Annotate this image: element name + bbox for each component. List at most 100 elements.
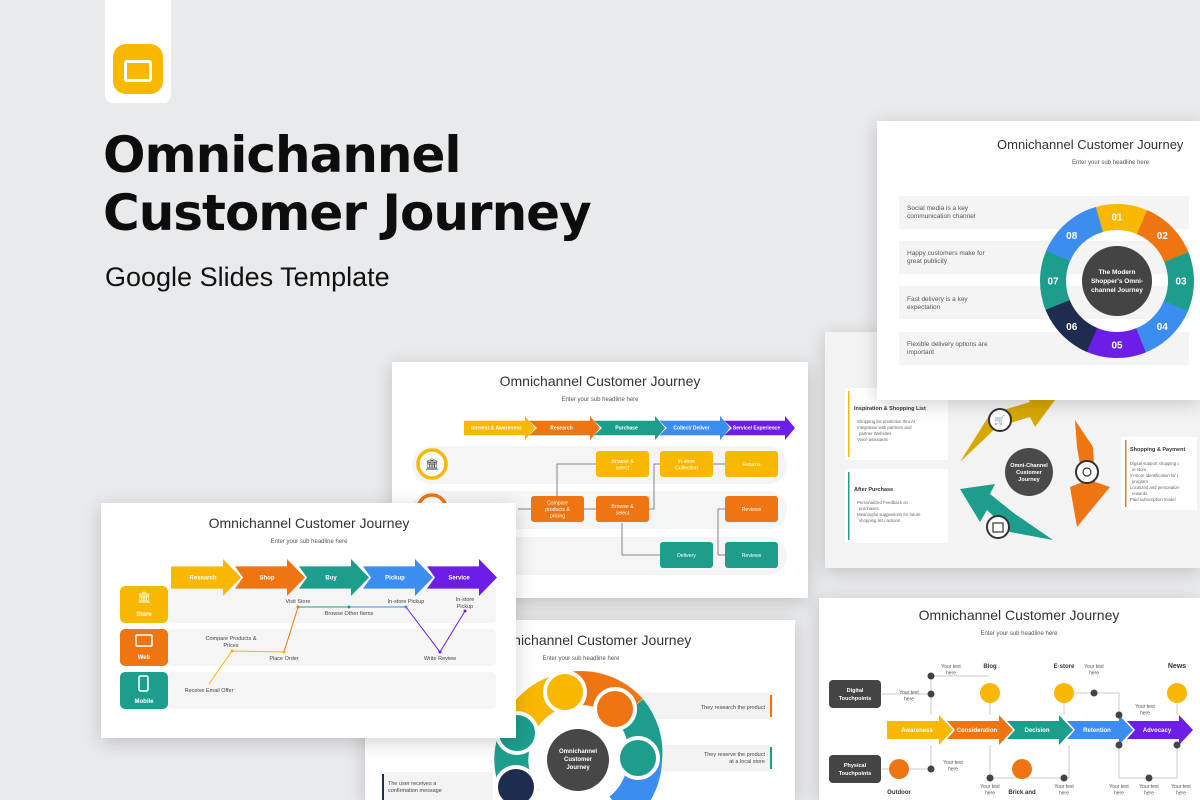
step-number: 03 (1175, 277, 1187, 288)
slide-title: Omnichannel Customer Journey (919, 607, 1120, 623)
shopping-bag-icon (986, 515, 1010, 539)
svg-text:here: here (1140, 711, 1150, 717)
svg-text:Flexible delivery options are: Flexible delivery options are (907, 341, 988, 348)
svg-text:Your text: Your text (941, 664, 961, 670)
svg-text:Reviews: Reviews (742, 553, 762, 559)
slide-preview-touchpoints: Omnichannel Customer Journey Enter your … (819, 598, 1200, 800)
info-box-shopping-payment: Shopping & Payment Digital support shopp… (1121, 437, 1197, 510)
svg-text:here: here (948, 767, 958, 773)
lane-labels: 🏛 Store Web Mobile (120, 586, 168, 709)
svg-text:🛒: 🛒 (994, 414, 1005, 425)
svg-text:Your text: Your text (1054, 784, 1074, 790)
svg-text:here: here (904, 697, 914, 703)
svg-text:In-store Pickup: In-store Pickup (388, 599, 425, 605)
svg-text:Collection: Collection (675, 465, 698, 471)
svg-text:select: select (616, 510, 630, 516)
flow-box (596, 496, 649, 522)
svg-text:Mobile: Mobile (135, 699, 155, 705)
svg-text:Returns: Returns (742, 462, 761, 468)
svg-text:Your text: Your text (1135, 704, 1155, 710)
svg-text:Physical: Physical (844, 763, 867, 769)
svg-text:Your text: Your text (1084, 664, 1104, 670)
stage-label: Service/ Experience (733, 426, 780, 432)
svg-text:Shopping list prediction thru: Shopping list prediction thru AI (857, 419, 915, 424)
info-box-after-purchase: After Purchase Personalized Feedback on … (845, 469, 948, 543)
petal-text: They reserve the product (704, 752, 766, 758)
stage-arrow (724, 416, 795, 440)
svg-text:rewards: rewards (1132, 491, 1147, 496)
slide-subtitle: Enter your sub headline here (270, 539, 348, 545)
svg-text:here: here (1059, 791, 1069, 797)
stage-label: Advocacy (1143, 728, 1172, 734)
brick-and-mortar-icon (1012, 759, 1032, 779)
stage-label: Interest & Awareness (471, 426, 522, 432)
arrow-teal (960, 484, 1053, 540)
svg-text:Browse &: Browse & (611, 504, 634, 510)
hero-subtitle: Google Slides Template (105, 262, 390, 292)
svg-text:confirmation message: confirmation message (388, 788, 442, 794)
flow-box (660, 542, 713, 568)
svg-text:here: here (1176, 791, 1186, 797)
svg-text:Prices: Prices (223, 643, 239, 649)
svg-text:Customer: Customer (564, 757, 593, 763)
google-slides-icon (113, 44, 163, 94)
svg-text:Your text: Your text (1171, 784, 1191, 790)
stage-arrow (1007, 715, 1073, 745)
stage-arrow (529, 416, 600, 440)
presentation-icon (543, 670, 587, 714)
svg-text:expectation: expectation (907, 304, 941, 311)
petal-text: The user receives a (388, 781, 437, 787)
flow-boxes: Browse &selectIn-storeCollectionReturnsC… (531, 451, 778, 568)
touchpoint-dot (1115, 711, 1123, 719)
step-number: 05 (1111, 341, 1123, 352)
svg-text:in-store: in-store (1132, 467, 1147, 472)
stage-arrow (1127, 715, 1193, 745)
slide-preview-swimlane: Omnichannel Customer Journey Enter your … (101, 503, 516, 738)
svg-text:here: here (985, 791, 995, 797)
cart-icon (616, 736, 660, 780)
flow-box (531, 496, 584, 522)
svg-text:here: here (1144, 791, 1154, 797)
center-circle (1005, 448, 1053, 496)
stage-arrow (235, 559, 305, 596)
touchpoint-dot (1115, 741, 1123, 749)
svg-text:channel Journey: channel Journey (1091, 287, 1143, 294)
svg-text:at a local store: at a local store (729, 759, 765, 765)
svg-text:Outdoor: Outdoor (887, 790, 911, 796)
svg-text:The Modern: The Modern (1099, 269, 1136, 276)
slide-preview-petals: Omnichannel Customer Journey Enter your … (365, 620, 795, 800)
svg-text:select: select (616, 465, 630, 471)
svg-text:purchases: purchases (859, 506, 879, 511)
stage-label: Pickup (385, 576, 405, 582)
stage-label: Collect/ Deliver (673, 426, 709, 432)
laptop-icon (494, 765, 538, 800)
svg-text:Your text: Your text (980, 784, 1000, 790)
blog-icon (980, 683, 1000, 703)
svg-text:Inspiration & Shopping List: Inspiration & Shopping List (854, 406, 926, 412)
step-number: 07 (1047, 277, 1059, 288)
svg-text:communication channel: communication channel (907, 213, 976, 220)
stage-label: Buy (325, 576, 337, 582)
journey-points: Visit Store Browse Other Items In-store … (185, 597, 475, 694)
stage-arrow (363, 559, 433, 596)
stage-arrow (1067, 715, 1133, 745)
svg-text:Compare Products &: Compare Products & (205, 636, 256, 642)
svg-text:Integration with partners and: Integration with partners and (857, 425, 912, 430)
svg-text:Place Order: Place Order (269, 656, 299, 662)
svg-text:Touchpoints: Touchpoints (839, 696, 872, 702)
slide-subtitle: Enter your sub headline here (980, 631, 1058, 637)
laptop-icon (135, 634, 153, 647)
step-number: 01 (1111, 213, 1123, 224)
svg-text:Digital support shopping c: Digital support shopping c (1130, 461, 1180, 466)
svg-text:important: important (907, 349, 934, 356)
stage-arrow (427, 559, 497, 596)
stage-arrow (464, 416, 535, 440)
stage-arrow (659, 416, 730, 440)
physical-touchpoints-label (829, 755, 881, 783)
touchpoint-dot (1173, 741, 1181, 749)
lane-store (120, 586, 168, 623)
slide-subtitle: Enter your sub headline here (1072, 160, 1150, 166)
svg-text:Blog: Blog (983, 664, 997, 670)
